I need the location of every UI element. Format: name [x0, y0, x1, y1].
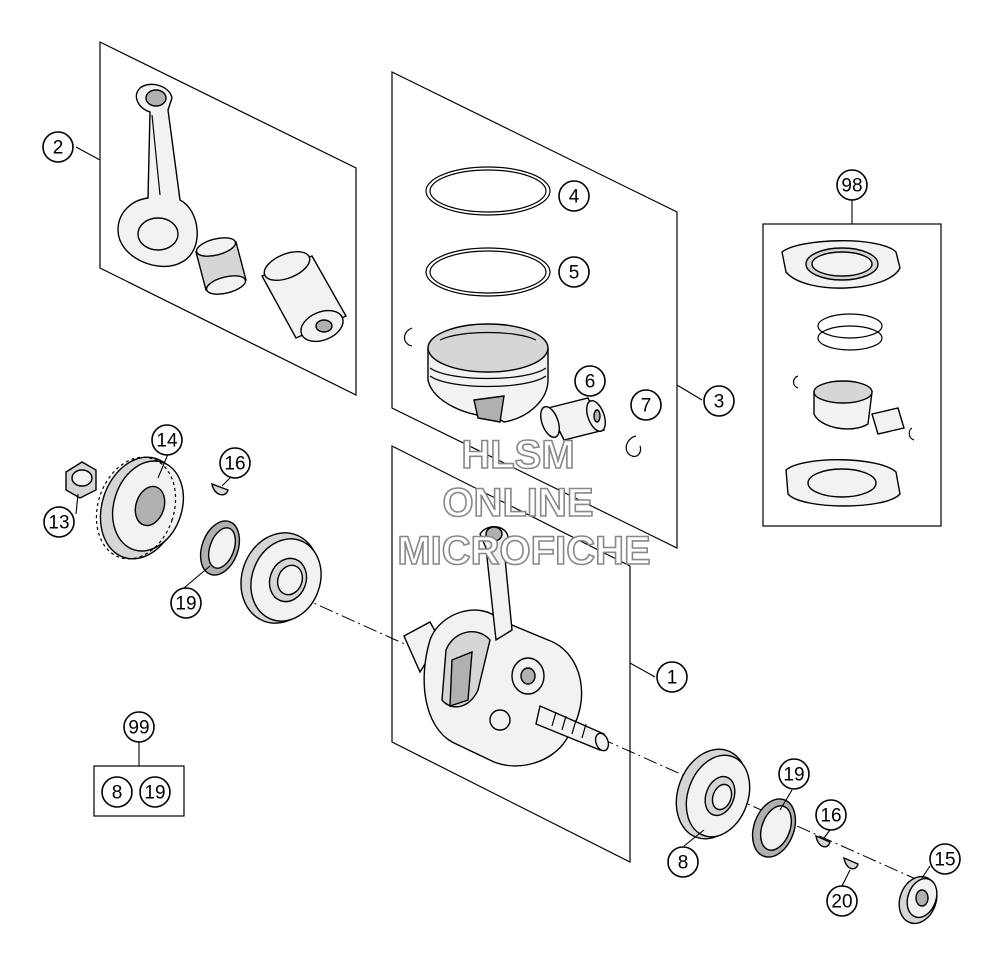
connecting-rod-part [117, 83, 198, 268]
callout-3: 3 [703, 385, 735, 417]
callout-1: 1 [656, 661, 688, 693]
svg-text:MICROFICHE: MICROFICHE [397, 529, 650, 573]
svg-text:15: 15 [934, 850, 955, 871]
svg-text:98: 98 [841, 176, 862, 197]
svg-text:16: 16 [224, 454, 245, 475]
callout-6: 6 [574, 365, 606, 397]
svg-text:20: 20 [831, 892, 852, 913]
callout-16-left: 16 [219, 447, 251, 479]
svg-text:8: 8 [112, 783, 123, 804]
rod-pin-part [261, 250, 347, 343]
piston-ring-second-part [425, 247, 551, 297]
panel-crankshaft [391, 445, 656, 863]
base-gasket-part [785, 459, 901, 507]
callout-4: 4 [558, 180, 590, 212]
head-gasket-part [781, 240, 901, 289]
crankshaft-part [403, 526, 610, 767]
svg-text:5: 5 [569, 263, 580, 284]
callout-19-right: 19 [778, 758, 810, 790]
main-bearing-left-part [240, 532, 322, 624]
svg-text:6: 6 [585, 372, 596, 393]
svg-text:19: 19 [783, 765, 804, 786]
timing-gear-part [898, 875, 938, 925]
callout-15: 15 [929, 843, 961, 875]
panel-piston-kit [391, 71, 703, 549]
kit-rings-part [817, 313, 883, 351]
kit-99-item-8: 8 [101, 776, 133, 808]
key-20-part [843, 856, 859, 870]
main-bearing-right-part [675, 748, 751, 840]
callout-2: 2 [42, 131, 74, 163]
svg-text:16: 16 [820, 806, 841, 827]
svg-text:19: 19 [175, 594, 196, 615]
woodruff-key-left-part [211, 482, 229, 496]
callout-19-left: 19 [170, 587, 202, 619]
shaft-seal-left-part [199, 520, 241, 576]
panel-connecting-rod-kit [75, 41, 357, 396]
watermark: HLSM ONLINE MICROFICHE [397, 432, 652, 574]
callout-7: 7 [630, 389, 662, 421]
svg-text:99: 99 [128, 718, 149, 739]
svg-text:7: 7 [641, 396, 652, 417]
kit-99-box [93, 742, 185, 817]
woodruff-key-right-part [815, 834, 831, 848]
svg-text:2: 2 [53, 138, 64, 159]
callout-5: 5 [558, 256, 590, 288]
piston-part [427, 323, 549, 423]
svg-text:19: 19 [144, 783, 165, 804]
svg-text:4: 4 [569, 187, 580, 208]
panel-kit-98 [762, 200, 942, 527]
callout-98: 98 [836, 169, 868, 201]
piston-ring-top-part [425, 166, 551, 216]
svg-text:ONLINE: ONLINE [442, 481, 593, 525]
svg-text:1: 1 [667, 668, 678, 689]
callout-leaders [75, 453, 931, 887]
crank-nut-part [65, 461, 97, 499]
kit-99-item-19: 19 [139, 776, 171, 808]
svg-text:13: 13 [48, 513, 69, 534]
piston-pin-clip-part [625, 435, 642, 457]
shaft-seal-right-part [751, 798, 797, 858]
kit-piston-part [792, 375, 915, 441]
svg-text:HLSM: HLSM [461, 433, 574, 477]
svg-text:3: 3 [714, 392, 725, 413]
callout-99: 99 [123, 711, 155, 743]
callout-20: 20 [826, 885, 858, 917]
callout-8: 8 [667, 846, 699, 878]
svg-text:8: 8 [678, 853, 689, 874]
piston-pin-part [540, 397, 606, 441]
crank-axis-right-line [599, 737, 919, 881]
callout-16-right: 16 [815, 799, 847, 831]
svg-text:14: 14 [156, 431, 178, 452]
piston-clip-left-part [403, 327, 413, 347]
crank-axis-left-line [297, 595, 419, 651]
callout-14: 14 [151, 424, 183, 456]
primary-gear-part [95, 456, 185, 560]
callout-13: 13 [43, 506, 75, 538]
rod-bearing-part [195, 237, 247, 295]
